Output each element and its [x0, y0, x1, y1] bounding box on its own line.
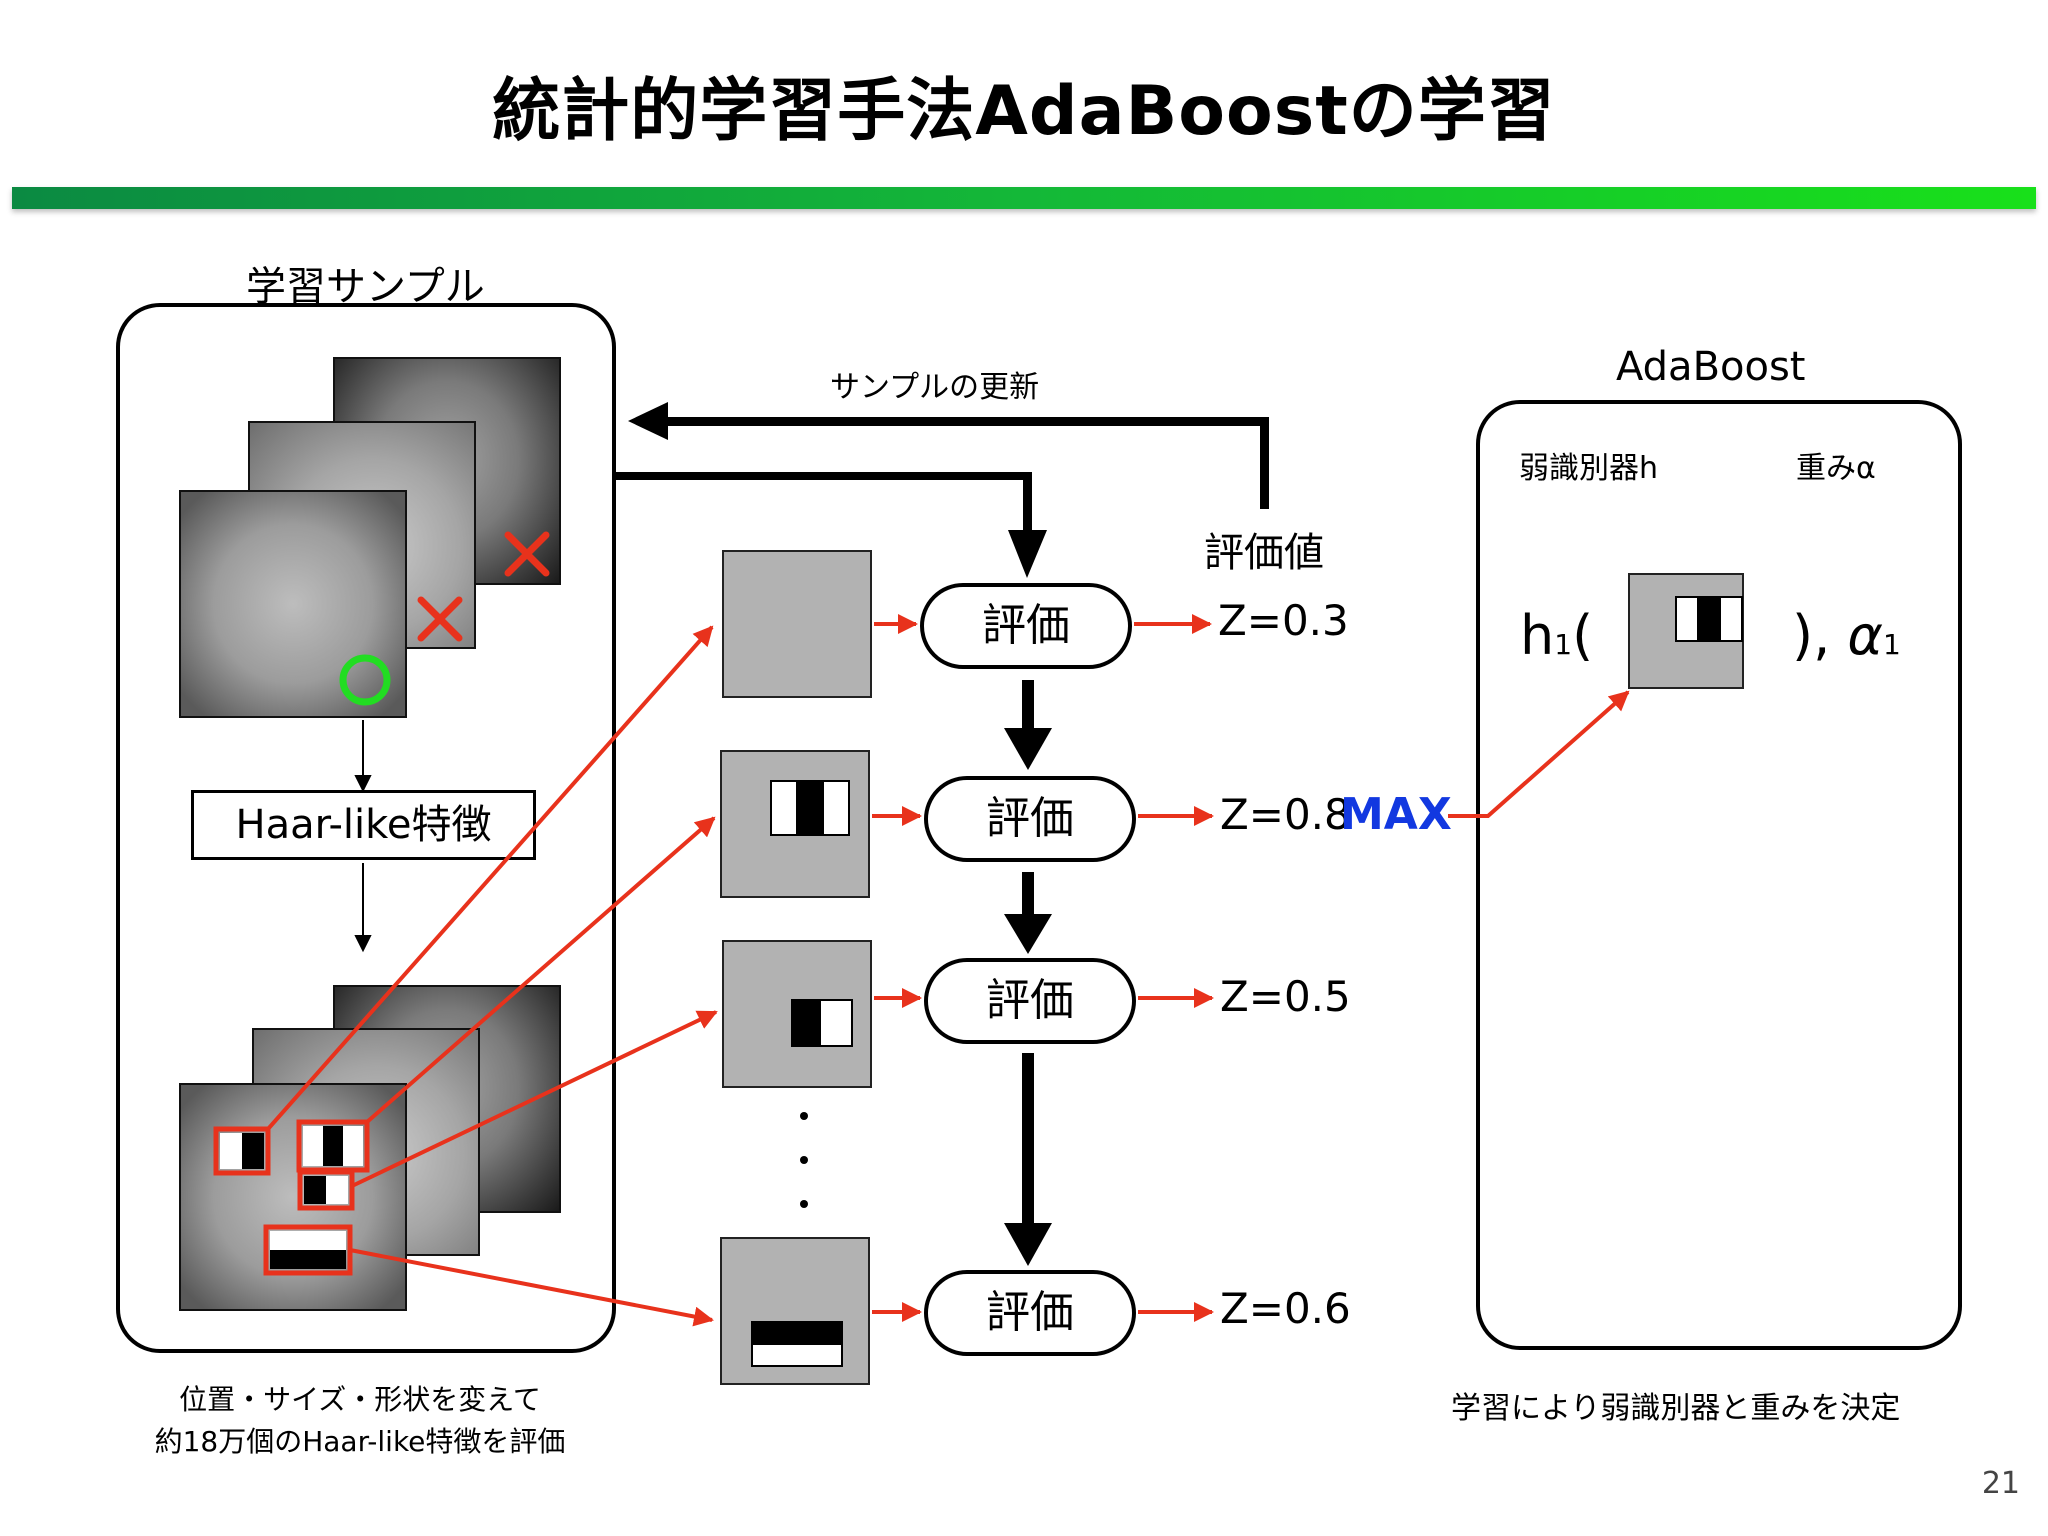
max-label: MAX [1340, 789, 1452, 840]
ellipsis-dot-3 [800, 1200, 808, 1208]
sample-update-arrow [628, 402, 1269, 509]
score-3: Z=0.5 [1220, 972, 1351, 1021]
sample-update-label: サンプルの更新 [830, 370, 1040, 405]
formula-h: h1( [1520, 604, 1593, 667]
ellipsis-dot-2 [800, 1156, 808, 1164]
weight-label: 重みα [1796, 451, 1876, 486]
haar-like-feature-box: Haar-like特徴 [191, 790, 536, 860]
left-caption-line-2: 約18万個のHaar-like特徴を評価 [154, 1425, 566, 1458]
flow-arrow-1 [1004, 680, 1052, 770]
left-down-arrow-2 [354, 863, 372, 953]
page-number: 21 [1981, 1466, 2020, 1501]
feature-overlay-2 [296, 1119, 370, 1173]
feature-box-1 [722, 550, 872, 698]
score-2: Z=0.8 [1220, 790, 1351, 839]
red-arrow-max-to-adaboost [1448, 690, 1630, 818]
flow-arrow-2 [1004, 872, 1052, 954]
left-caption: 位置・サイズ・形状を変えて 約18万個のHaar-like特徴を評価 [120, 1379, 600, 1463]
evaluation-value-label: 評価値 [1204, 530, 1324, 576]
negative-mark-2 [417, 596, 463, 642]
red-arrow-feature-1 [266, 625, 714, 1131]
red-arrow-feature-2 [365, 816, 716, 1124]
negative-mark-1 [504, 531, 550, 577]
evaluation-node-1: 評価 [920, 583, 1132, 669]
ellipsis-dot-1 [800, 1112, 808, 1120]
feature-overlay-1 [213, 1126, 271, 1176]
formula-alpha: ), α1 [1792, 604, 1901, 667]
sample-face-positive [179, 490, 407, 718]
evaluation-node-3: 評価 [924, 958, 1136, 1044]
red-arrow-feature-3 [351, 1010, 718, 1188]
feature-overlay-3 [297, 1169, 355, 1211]
adaboost-panel [1476, 400, 1962, 1350]
weak-classifier-label: 弱識別器h [1519, 451, 1659, 486]
flow-arrow-3 [1004, 1053, 1052, 1266]
adaboost-label: AdaBoost [1616, 344, 1806, 390]
evaluation-node-4: 評価 [924, 1270, 1136, 1356]
selected-feature-pattern [1675, 596, 1743, 642]
feature-overlay-4 [263, 1224, 353, 1276]
adaboost-caption: 学習により弱識別器と重みを決定 [1451, 1391, 1901, 1426]
red-arrow-feature-4 [349, 1248, 714, 1327]
feature-pattern-4 [751, 1321, 843, 1367]
formula-close-paren: ), [1792, 604, 1831, 667]
sample-input-arrow [616, 472, 1047, 578]
score-1: Z=0.3 [1218, 596, 1349, 645]
formula-open-paren: ( [1572, 604, 1594, 667]
training-samples-label: 学習サンプル [246, 264, 485, 310]
formula-alpha-letter: α [1847, 604, 1884, 667]
evaluation-node-2: 評価 [924, 776, 1136, 862]
formula-alpha-subscript: 1 [1883, 628, 1901, 661]
left-down-arrow-1 [354, 720, 372, 793]
title-underline-bar [12, 187, 2036, 209]
slide-title: 統計的学習手法AdaBoostの学習 [492, 72, 1556, 151]
formula-h-subscript: 1 [1554, 628, 1573, 661]
feature-pattern-3 [791, 999, 853, 1047]
score-4: Z=0.6 [1220, 1284, 1351, 1333]
positive-mark [339, 654, 391, 706]
formula-h-letter: h [1520, 604, 1555, 667]
feature-pattern-2 [770, 780, 850, 836]
left-caption-line-1: 位置・サイズ・形状を変えて [179, 1383, 541, 1416]
